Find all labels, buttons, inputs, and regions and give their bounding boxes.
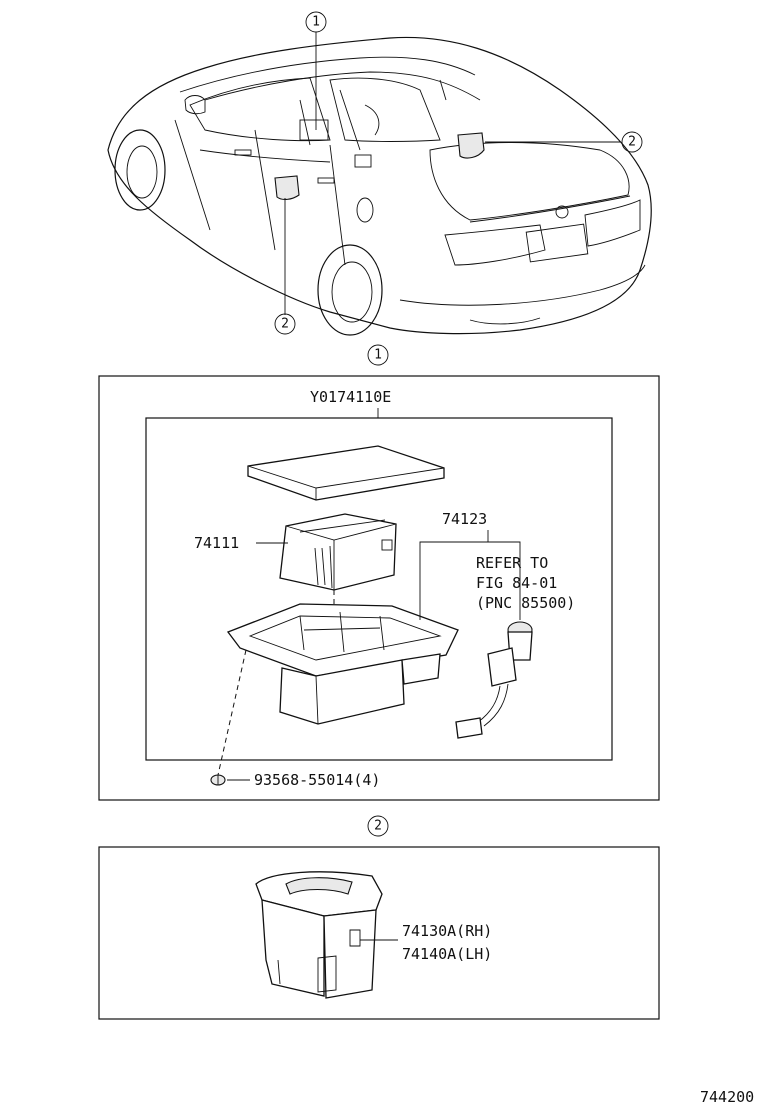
cigarette-lighter-icon: [455, 621, 533, 739]
refer-line-1: REFER TO: [476, 554, 548, 572]
section-2-frame: [98, 846, 660, 1020]
assembly-frame: [145, 417, 613, 761]
section-2-callout: 2: [367, 815, 389, 837]
assembly-number: Y0174110E: [310, 388, 391, 406]
callout-1-top: 1: [305, 11, 327, 33]
svg-text:1: 1: [312, 15, 320, 30]
part-number-74130a: 74130A(RH): [402, 922, 492, 940]
section-1-callout: 1: [367, 344, 389, 366]
rear-ashtray-icon: [255, 871, 383, 999]
screw-part-number: 93568-55014(4): [254, 771, 380, 789]
refer-line-3: (PNC 85500): [476, 594, 575, 612]
figure-id: 744200: [700, 1088, 754, 1106]
part-number-74123: 74123: [442, 510, 487, 528]
ashtray-assembly-icon: [217, 445, 459, 776]
section-1-frame: [98, 375, 660, 801]
car-overview-icon: [107, 36, 652, 336]
svg-text:2: 2: [628, 135, 636, 150]
callout-2-left: 2: [274, 313, 296, 335]
part-number-74140a: 74140A(LH): [402, 945, 492, 963]
screw-icon: [210, 774, 226, 786]
svg-text:2: 2: [281, 317, 289, 332]
svg-text:2: 2: [374, 819, 382, 834]
part-number-74111: 74111: [194, 534, 239, 552]
callout-2-right: 2: [621, 131, 643, 153]
svg-text:1: 1: [374, 348, 382, 363]
refer-line-2: FIG 84-01: [476, 574, 557, 592]
